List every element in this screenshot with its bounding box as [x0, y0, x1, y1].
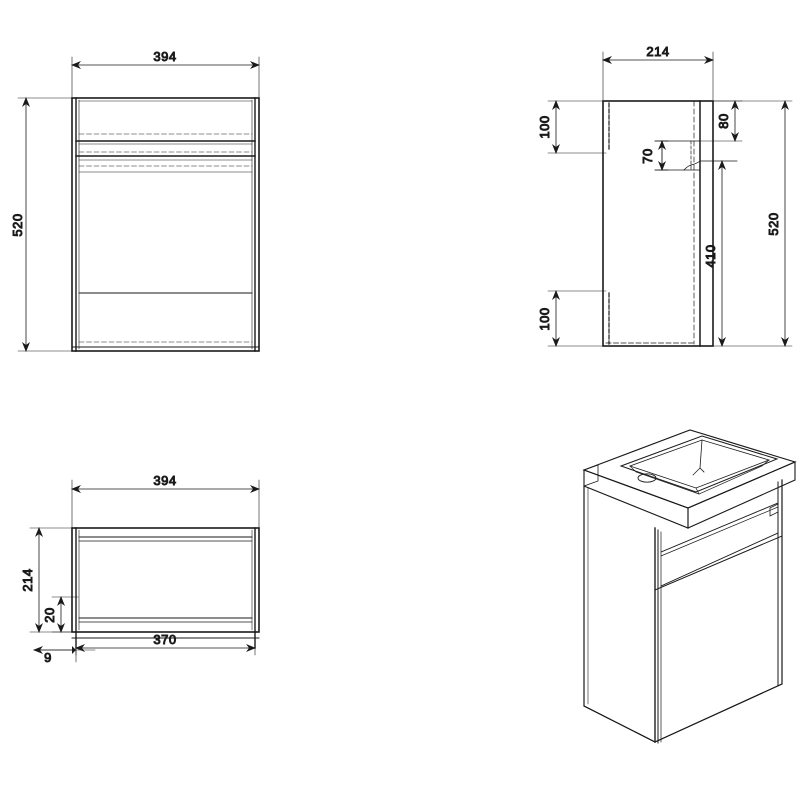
dim-plan-width: 394: [153, 473, 176, 488]
plan-top-view: 394 214 20 9: [20, 473, 260, 666]
dim-side-inner-410: 410: [703, 244, 718, 267]
dim-side-depth: 214: [646, 44, 669, 59]
front-elevation-view: 394 520: [10, 49, 260, 352]
dim-front-height: 520: [10, 213, 25, 236]
dim-front-width: 394: [153, 49, 176, 64]
dim-plan-edge-9: 9: [44, 650, 52, 665]
isometric-3d-view: [582, 429, 797, 744]
dim-side-detail-70: 70: [640, 148, 655, 163]
dim-side-bottom-offset: 100: [537, 307, 552, 330]
dim-side-height: 520: [766, 212, 781, 235]
dim-plan-step-20: 20: [42, 607, 57, 622]
dim-plan-inner-370: 370: [153, 632, 176, 647]
side-elevation-view: 214 100 100 70 80: [537, 44, 793, 347]
dim-side-top-offset: 100: [537, 115, 552, 138]
dim-side-detail-80: 80: [716, 113, 731, 128]
dim-plan-depth: 214: [20, 568, 35, 591]
